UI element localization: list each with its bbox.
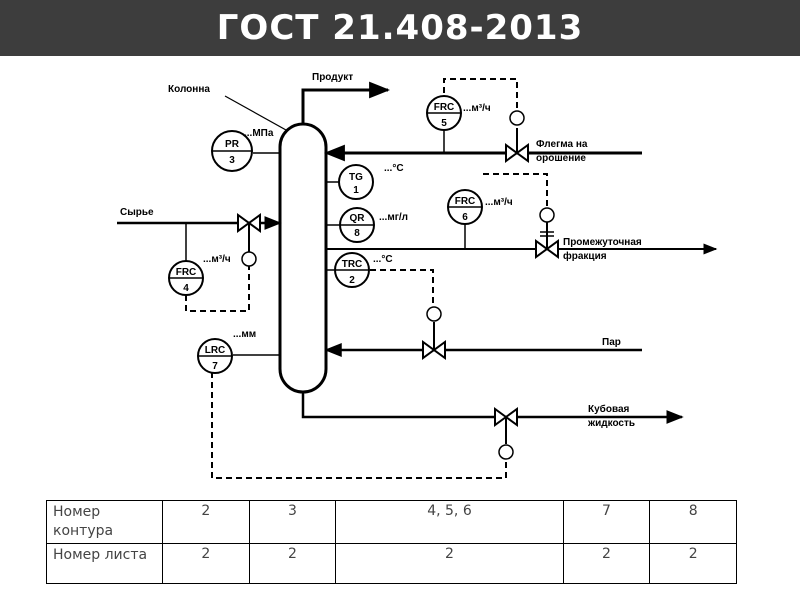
- instrument-number: 3: [229, 155, 235, 166]
- bottoms-label-2: жидкость: [587, 418, 635, 429]
- frc5-dashed-signal: [443, 78, 518, 111]
- loop-sheet-table: Номер контура 2 3 4, 5, 6 7 8 Номер лист…: [46, 500, 737, 584]
- steam-label: Пар: [602, 337, 621, 348]
- instrument-qr-8: QR 8 ...мг/л: [339, 207, 408, 243]
- feed-label: Сырье: [120, 207, 154, 218]
- table-cell: 2: [335, 543, 564, 584]
- instrument-number: 8: [354, 228, 360, 239]
- instrument-unit: ...м³/ч: [485, 197, 513, 208]
- bottoms-label-1: Кубовая: [588, 403, 630, 415]
- frc6-dashed-signal: [483, 173, 548, 208]
- instrument-lrc-7: LRC 7 ...мм: [197, 329, 256, 374]
- table-cell: 4, 5, 6: [335, 500, 564, 544]
- title-bar: ГОСТ 21.408-2013: [0, 0, 800, 56]
- instrument-number: 5: [441, 118, 447, 129]
- table-cell: 2: [649, 543, 737, 584]
- instrument-code: PR: [225, 139, 240, 150]
- instrument-code: FRC: [434, 102, 455, 113]
- bottoms-line: [301, 392, 684, 424]
- intermediate-label-2: фракция: [563, 250, 607, 262]
- instrument-unit: ...мм: [233, 329, 256, 340]
- instrument-code: TRC: [342, 259, 363, 270]
- instrument-frc-5: FRC 5 ...м³/ч: [426, 95, 491, 131]
- reflux-label-2: орошение: [536, 153, 586, 164]
- instrument-unit: ...м³/ч: [463, 103, 491, 114]
- slide-title: ГОСТ 21.408-2013: [216, 8, 584, 48]
- instrument-tg-1: TG 1 ...°С: [338, 163, 404, 200]
- feed-valve: [237, 213, 261, 267]
- instrument-code: QR: [350, 213, 366, 224]
- intermediate-valve: [535, 207, 559, 259]
- table-cell: 2: [162, 543, 250, 584]
- instrument-frc-4: FRC 4 ...м³/ч: [168, 254, 231, 296]
- steam-valve: [422, 306, 446, 360]
- table-cell: 8: [649, 500, 737, 544]
- table-cell: 2: [162, 500, 250, 544]
- lrc7-dashed-signal: [211, 372, 507, 479]
- column-leader-line: [224, 95, 287, 131]
- table-cell: 2: [562, 543, 651, 584]
- instrument-unit: ...мг/л: [379, 212, 408, 223]
- trc2-dashed-signal: [370, 269, 434, 307]
- instrument-number: 1: [353, 185, 359, 196]
- table-row: Номер контура 2 3 4, 5, 6 7 8: [46, 500, 737, 544]
- intermediate-label-1: Промежуточная: [563, 237, 642, 248]
- frc4-dashed-signal: [185, 266, 250, 312]
- instrument-unit: ...м³/ч: [203, 254, 231, 265]
- product-line: [301, 81, 391, 124]
- instrument-number: 7: [212, 361, 218, 372]
- instrument-unit: ...°С: [384, 163, 404, 174]
- instrument-pr-3: PR 3 ...МПа: [211, 128, 274, 172]
- instrument-number: 6: [462, 212, 468, 223]
- instrument-code: LRC: [205, 345, 226, 356]
- instrument-code: FRC: [455, 196, 476, 207]
- process-diagram: Колонна Продукт Флегма на орошение Сырье…: [117, 72, 718, 479]
- distillation-column: [278, 122, 328, 394]
- table-cell: 7: [562, 500, 651, 544]
- row-header: Номер листа: [46, 543, 163, 584]
- product-label: Продукт: [312, 72, 353, 83]
- reflux-label-1: Флегма на: [536, 139, 588, 150]
- instrument-code: TG: [349, 172, 363, 183]
- table-row: Номер листа 2 2 2 2 2: [46, 543, 737, 584]
- column-label: Колонна: [168, 84, 210, 95]
- table-cell: 3: [248, 500, 337, 544]
- reflux-valve: [505, 110, 529, 163]
- instrument-trc-2: TRC 2 ...°С: [334, 252, 393, 288]
- instrument-code: FRC: [176, 267, 197, 278]
- instrument-number: 4: [183, 283, 189, 294]
- table-cell: 2: [248, 543, 337, 584]
- instrument-unit: ...МПа: [244, 128, 274, 139]
- bottoms-valve: [494, 407, 518, 460]
- instrument-number: 2: [349, 275, 355, 286]
- row-header: Номер контура: [46, 500, 163, 544]
- instrument-frc-6: FRC 6 ...м³/ч: [447, 189, 513, 225]
- instrument-unit: ...°С: [373, 254, 393, 265]
